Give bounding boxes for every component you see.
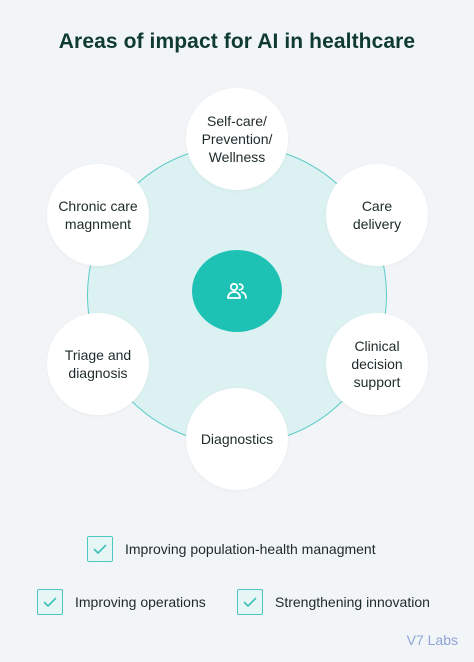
check-icon	[37, 589, 63, 615]
node-label: Care delivery	[352, 198, 402, 232]
node-care-delivery: Care delivery	[326, 164, 428, 266]
node-chronic-care: Chronic care magnment	[47, 164, 149, 266]
legend-label: Strengthening innovation	[275, 594, 430, 610]
node-diagnostics: Diagnostics	[186, 388, 288, 490]
node-clinical-decision-support: Clinical decision support	[326, 313, 428, 415]
node-label: Self-care/ Prevention/ Wellness	[201, 113, 273, 165]
check-icon	[237, 589, 263, 615]
legend-label: Improving population-health managment	[125, 541, 376, 557]
center-hub	[192, 250, 282, 332]
node-triage-and-diagnosis: Triage and diagnosis	[47, 313, 149, 415]
legend-item-innovation: Strengthening innovation	[237, 589, 430, 615]
legend-item-operations: Improving operations	[37, 589, 206, 615]
node-label: Diagnostics	[200, 431, 274, 447]
check-icon	[87, 536, 113, 562]
node-label: Triage and diagnosis	[64, 347, 132, 381]
node-self-care: Self-care/ Prevention/ Wellness	[186, 88, 288, 190]
node-label: Clinical decision support	[351, 338, 403, 390]
page-title: Areas of impact for AI in healthcare	[58, 30, 416, 53]
legend-label: Improving operations	[75, 594, 206, 610]
brand-footer: V7 Labs	[406, 632, 458, 648]
node-label: Chronic care magnment	[58, 198, 138, 232]
legend-item-population-health: Improving population-health managment	[87, 536, 376, 562]
people-icon	[227, 282, 247, 299]
